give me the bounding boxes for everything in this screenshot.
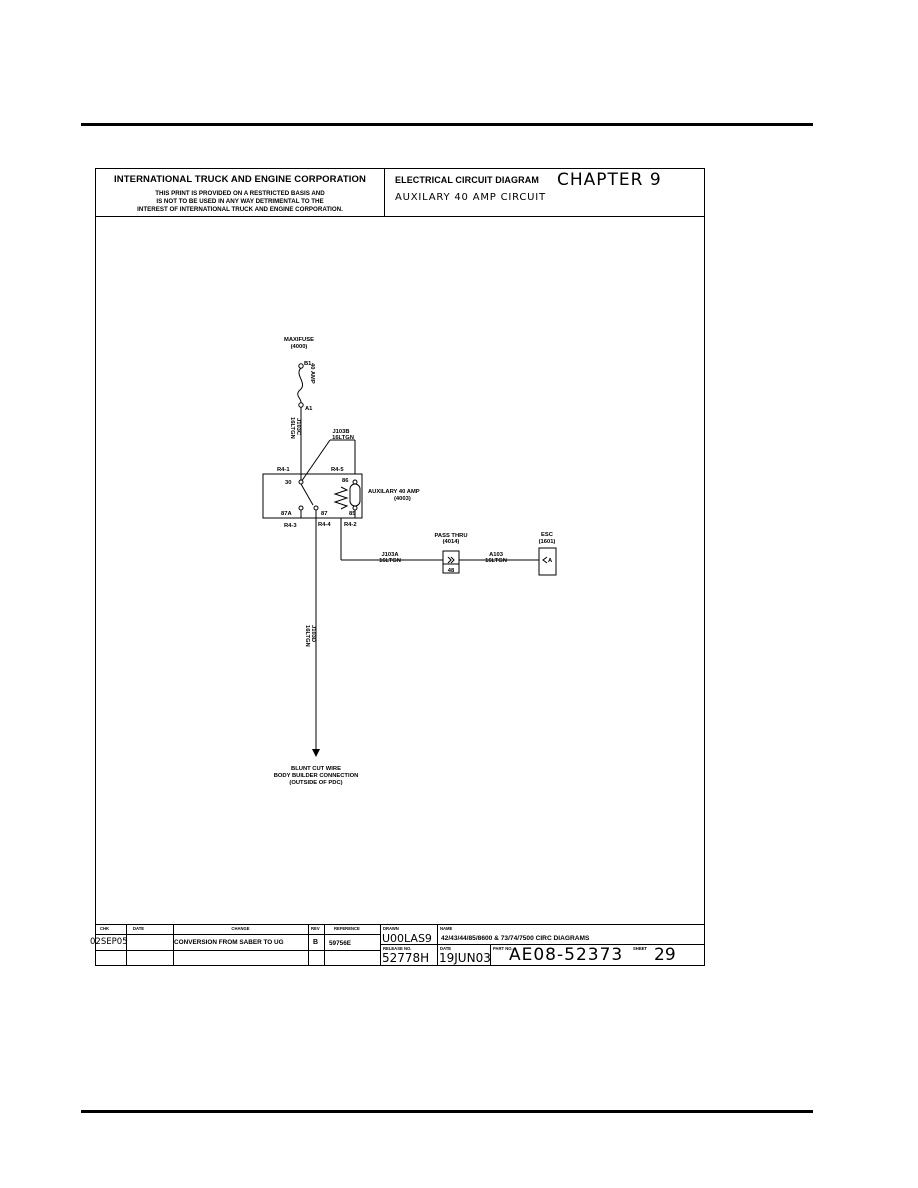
maxifuse-id: (4000) xyxy=(291,344,308,350)
tb-rev-header: REV xyxy=(311,926,320,931)
fuse-terminal-a1 xyxy=(298,402,304,408)
tb-col-2 xyxy=(173,924,174,966)
pass-thru-box xyxy=(442,550,460,574)
tb-reference-header: REFERENCE xyxy=(334,926,360,931)
esc-pin: A xyxy=(548,558,553,564)
wire-j103a-spec: 16LTGN xyxy=(379,558,401,564)
tb-part-value: AE08-52373 xyxy=(509,945,624,965)
wire-j103d-label: J103D xyxy=(310,625,316,642)
diagram-type: ELECTRICAL CIRCUIT DIAGRAM xyxy=(395,175,539,185)
circuit-title: AUXILARY 40 AMP CIRCUIT xyxy=(395,192,546,203)
fuse-element xyxy=(297,367,304,404)
tb-col-5 xyxy=(380,924,381,966)
relay-r4-4: R4-4 xyxy=(318,522,331,528)
relay-pin-85: 85 xyxy=(349,511,356,517)
tb-release-value: 52778H xyxy=(382,951,430,965)
tb-drawn-label: DRAWN xyxy=(383,926,399,931)
diagram-sheet: INTERNATIONAL TRUCK AND ENGINE CORPORATI… xyxy=(90,168,705,966)
fuse-terminal-b1 xyxy=(298,363,304,369)
relay-contact-86 xyxy=(352,479,358,485)
wire-j103a-label: J103A xyxy=(381,552,399,558)
relay-contact-87a xyxy=(298,505,304,511)
company-name: INTERNATIONAL TRUCK AND ENGINE CORPORATI… xyxy=(114,174,366,185)
tb-row-date: 02SEP05 xyxy=(90,937,128,947)
termination-line-3: (OUTSIDE OF PDC) xyxy=(289,780,342,786)
title-block-row xyxy=(96,950,380,951)
fuse-rating: 40 AMP xyxy=(309,363,315,384)
notice-line-3: INTEREST OF INTERNATIONAL TRUCK AND ENGI… xyxy=(137,206,343,213)
title-block-top xyxy=(96,924,704,925)
top-rule xyxy=(81,123,813,126)
wire-a103-label: A103 xyxy=(489,552,504,558)
relay-pin-30: 30 xyxy=(285,480,291,486)
wire-j103c-spec: 16LTGN xyxy=(289,417,295,439)
termination-line-1: BLUNT CUT WIRE xyxy=(291,766,341,772)
relay-switch-arm xyxy=(300,483,314,506)
title-block-right-mid xyxy=(380,944,704,945)
title-block-mid xyxy=(96,934,380,935)
tb-col-6 xyxy=(437,924,438,966)
tb-date-header: DATE xyxy=(133,926,145,931)
tb-date-label: DATE xyxy=(440,946,452,951)
relay-contact-30 xyxy=(298,479,304,485)
wire-j103c-label: J103C xyxy=(295,418,301,436)
relay-contact-85 xyxy=(352,505,358,511)
termination-line-2: BODY BUILDER CONNECTION xyxy=(274,773,359,779)
schematic: MAXIFUSE (4000) B1 A1 40 AMP J103C 16LTG… xyxy=(262,337,557,786)
wire-j103d-spec: 16LTGN xyxy=(304,625,310,647)
tb-change-header: CHANGE xyxy=(231,926,250,931)
pass-thru-pin-symbol xyxy=(447,556,455,564)
wire-j103b-spec: 16LTGN xyxy=(332,435,354,441)
esc-pin-symbol xyxy=(542,556,548,564)
pass-thru-pin: 48 xyxy=(448,568,455,574)
tb-chk-header: CHK xyxy=(100,926,110,931)
tb-col-3 xyxy=(308,924,309,966)
relay-pin-87: 87 xyxy=(321,511,327,517)
tb-row-reference: 59756E xyxy=(329,940,352,947)
relay-id: (4003) xyxy=(394,496,411,502)
relay-name: AUXILARY 40 AMP xyxy=(368,489,420,495)
wire-j103b-label: J103B xyxy=(332,429,349,435)
header-split xyxy=(384,169,385,216)
wire-j103b-diag xyxy=(300,439,331,483)
tb-col-4 xyxy=(324,924,325,966)
termination-arrow xyxy=(312,749,320,757)
esc-box xyxy=(538,547,557,576)
relay-box xyxy=(262,473,363,519)
maxifuse-label: MAXIFUSE xyxy=(284,337,314,343)
relay-pin-86: 86 xyxy=(342,478,349,484)
tb-name-label: NAME xyxy=(440,926,453,931)
bottom-rule xyxy=(81,1110,813,1113)
tb-date-value: 19JUN03 xyxy=(439,951,491,965)
tb-row-change: CONVERSION FROM SABER TO UG xyxy=(174,939,284,946)
tb-sheet-value: 29 xyxy=(654,945,676,965)
tb-release-label: RELEASE NO. xyxy=(383,946,412,951)
relay-coil-core xyxy=(349,483,361,507)
relay-r4-2: R4-2 xyxy=(344,522,357,528)
pass-thru-label: PASS THRU xyxy=(434,533,467,539)
esc-id: (1601) xyxy=(539,539,556,545)
relay-pin-87a: 87A xyxy=(281,511,292,517)
tb-row-rev: B xyxy=(313,939,319,946)
tb-drawn-value: U00LAS9 xyxy=(382,932,432,945)
notice-line-2: IS NOT TO BE USED IN ANY WAY DETRIMENTAL… xyxy=(156,198,324,205)
relay-r4-3: R4-3 xyxy=(284,523,297,529)
notice-line-1: THIS PRINT IS PROVIDED ON A RESTRICTED B… xyxy=(155,190,325,197)
relay-coil-zigzag xyxy=(333,486,349,510)
header-divider xyxy=(96,216,704,217)
fuse-pin-a1: A1 xyxy=(305,406,313,412)
fuse-pin-b1: B1 xyxy=(304,361,312,367)
chapter-label: CHAPTER 9 xyxy=(557,170,662,190)
tb-sheet-label: SHEET xyxy=(633,946,647,951)
pass-thru-id: (4014) xyxy=(443,539,460,545)
wire-a103-spec: 16LTGN xyxy=(485,558,507,564)
relay-r4-1: R4-1 xyxy=(277,467,290,473)
tb-part-label: PART NO. xyxy=(493,946,513,951)
relay-r4-5: R4-5 xyxy=(331,467,344,473)
tb-name-value: 42/43/44/85/8600 & 73/74/7500 CIRC DIAGR… xyxy=(441,935,590,942)
relay-contact-87 xyxy=(313,505,319,511)
tb-col-7 xyxy=(490,944,491,966)
tb-col-1 xyxy=(126,924,127,966)
esc-label: ESC xyxy=(541,532,554,538)
